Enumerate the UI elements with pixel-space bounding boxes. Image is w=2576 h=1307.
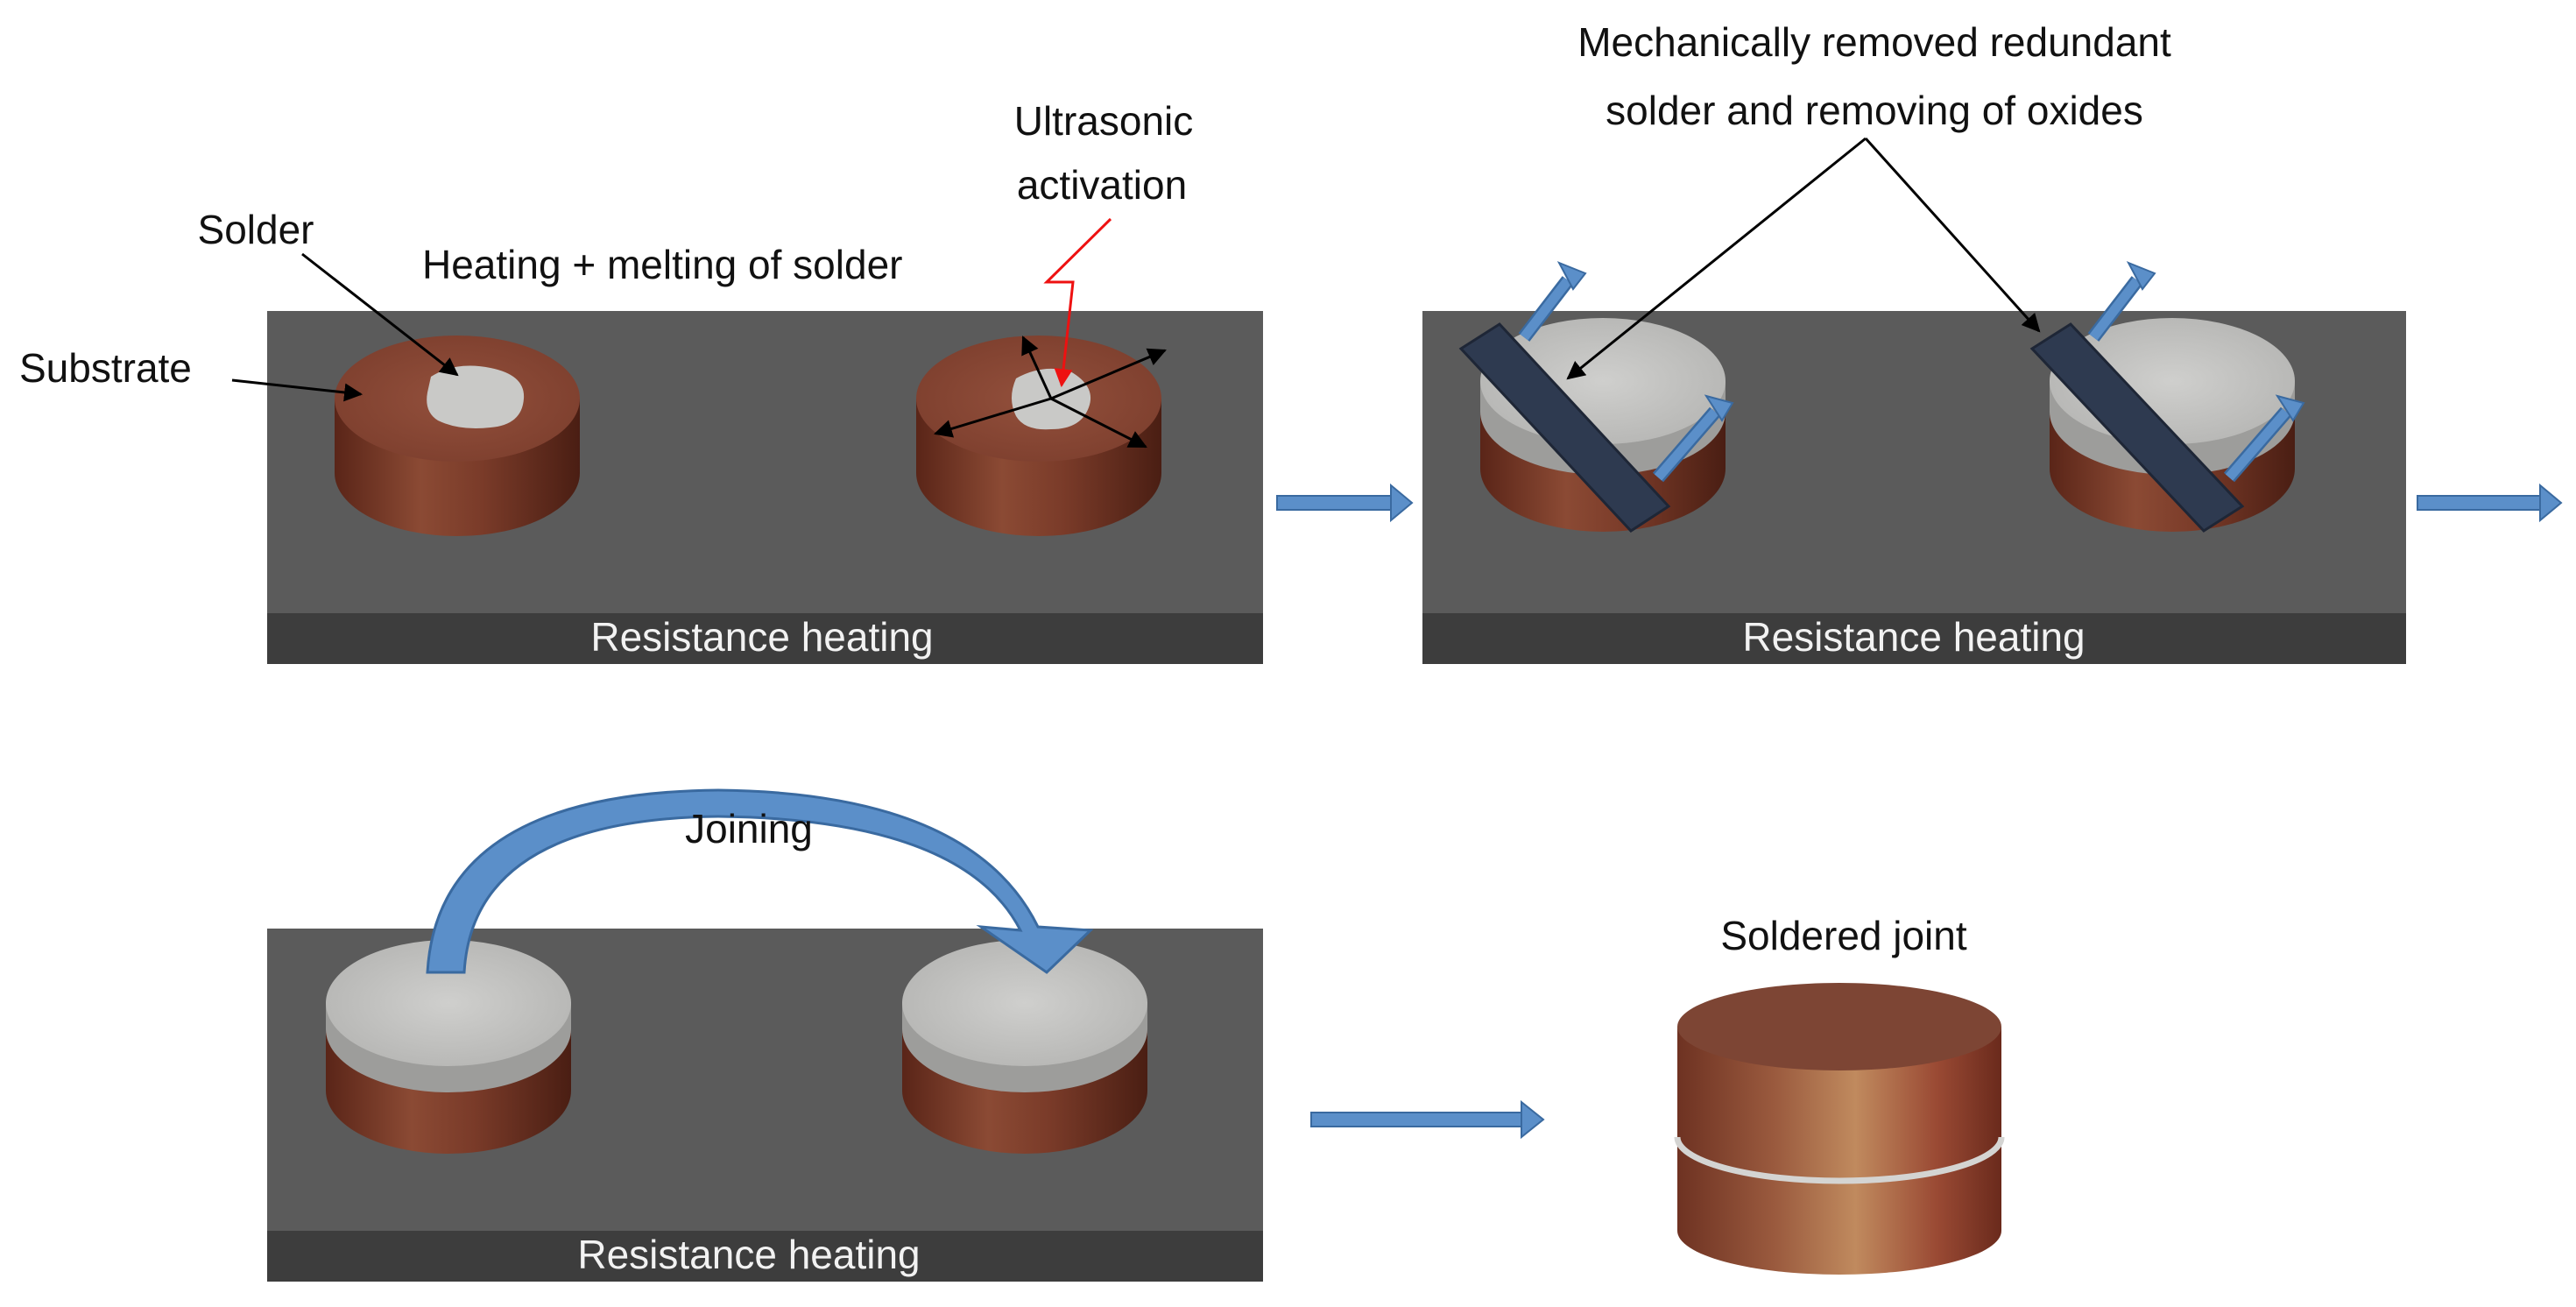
removal-arrow <box>1518 261 1587 342</box>
removal-title-line2: solder and removing of oxides <box>1606 88 2143 133</box>
process-arrow <box>1276 483 1414 523</box>
panel-joining: Resistance heating Joining <box>267 788 1263 1282</box>
substrate-label: Substrate <box>19 345 192 391</box>
solder-label: Solder <box>198 207 314 252</box>
process-arrow <box>1310 1099 1545 1140</box>
substrate-pointer <box>231 378 363 402</box>
joining-arrow <box>426 788 1094 974</box>
removal-title-line1: Mechanically removed redundant <box>1577 19 2171 65</box>
removal-arrow <box>2087 261 2156 342</box>
removal-arrow <box>1652 394 1734 483</box>
spreading-arrows <box>933 336 1167 449</box>
resistance-heating-label: Resistance heating <box>577 1232 920 1277</box>
heating-plate-band <box>1422 613 2406 664</box>
heating-plate-band <box>267 1231 1263 1282</box>
joining-label: Joining <box>685 806 813 851</box>
scraper-blade <box>1458 322 1671 533</box>
solder-seam <box>1674 1136 2005 1184</box>
substrate-disc <box>2029 261 2305 533</box>
panel-mechanical-removal: Resistance heating <box>1422 19 2406 664</box>
heating-melting-label: Heating + melting of solder <box>422 242 902 287</box>
ultrasonic-label: Ultrasonic <box>1014 98 1194 144</box>
substrate-disc <box>916 217 1167 536</box>
process-arrow <box>2417 483 2563 523</box>
panel-soldered-joint: Soldered joint <box>1674 913 2005 1275</box>
scraper-blade <box>2029 322 2245 533</box>
soldered-joint-label: Soldered joint <box>1720 913 1967 958</box>
panel-ultrasonic-activation: Resistance heating Solder Substrate Heat… <box>19 98 1263 664</box>
solder-blob <box>427 365 525 428</box>
substrate-disc <box>902 940 1147 1154</box>
substrate-disc <box>335 336 580 536</box>
heating-plate-band <box>267 613 1263 664</box>
removal-pointer <box>1566 137 1867 380</box>
removal-arrow <box>2223 394 2305 483</box>
substrate-disc <box>326 940 571 1154</box>
ultrasonic-bolt <box>1043 217 1112 388</box>
resistance-heating-label: Resistance heating <box>1742 614 2085 660</box>
resistance-heating-label: Resistance heating <box>590 614 933 660</box>
activation-label: activation <box>1017 162 1187 208</box>
removal-pointer <box>1864 137 2041 333</box>
solder-pointer <box>301 252 459 377</box>
soldered-joint-cylinder <box>1674 983 2005 1275</box>
substrate-disc <box>1458 261 1734 533</box>
